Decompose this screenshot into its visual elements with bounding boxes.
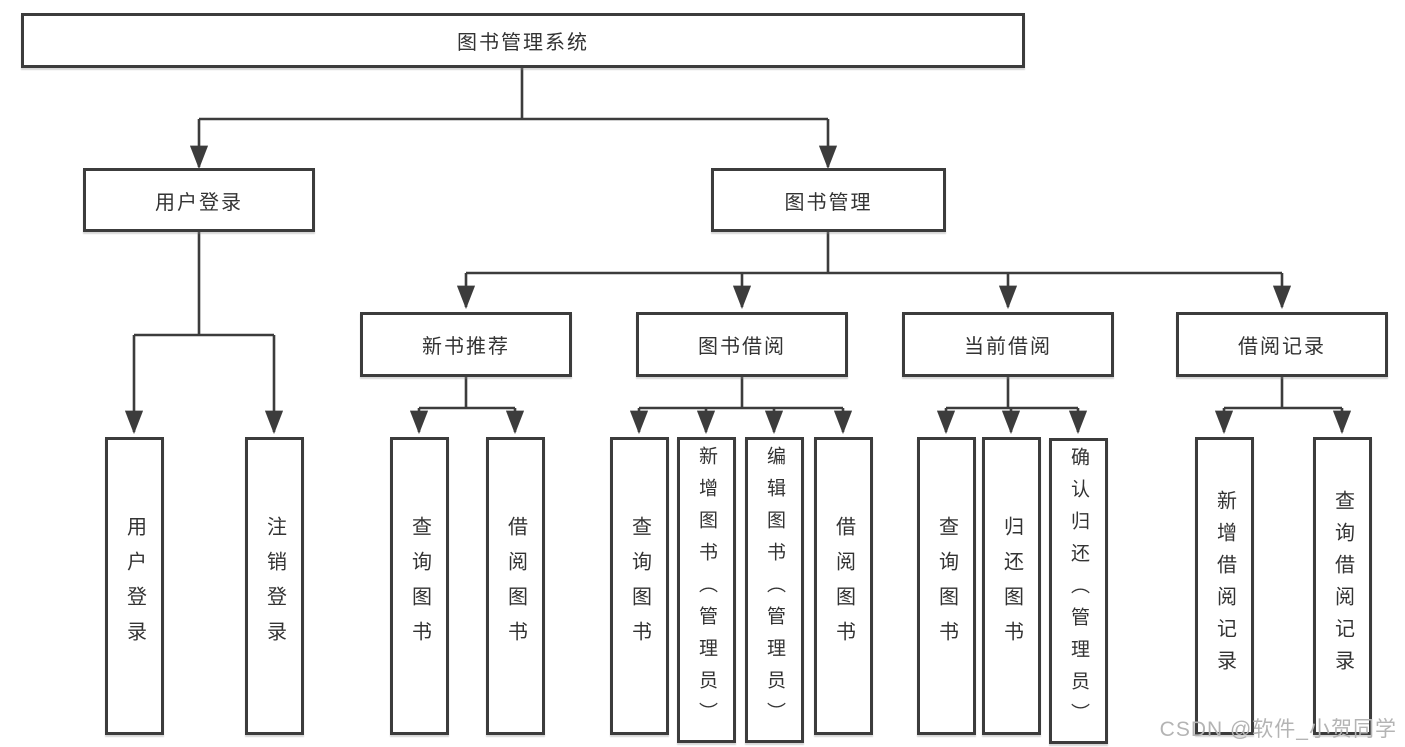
node-label: 图书管理: [784, 191, 873, 214]
node-library-system: 图书管理系统: [21, 13, 1025, 68]
leaf-confirm-return-admin: 确认归还（管理员）: [1049, 438, 1108, 744]
leaf-edit-book-admin: 编辑图书（管理员）: [745, 437, 804, 743]
node-label: 确认归还（管理员）: [1068, 447, 1089, 735]
leaf-query-book-current: 查询图书: [917, 437, 976, 735]
node-label: 归还图书: [1000, 516, 1023, 656]
leaf-return-book: 归还图书: [982, 437, 1041, 735]
node-label: 查询借阅记录: [1331, 490, 1354, 682]
leaf-query-book-recommend: 查询图书: [390, 437, 449, 735]
node-label: 新书推荐: [422, 336, 510, 358]
csdn-watermark: CSDN @软件_小贺同学: [1159, 718, 1397, 741]
node-user-login: 用户登录: [83, 168, 315, 232]
node-book-management: 图书管理: [711, 168, 946, 232]
node-label: 图书借阅: [698, 336, 786, 358]
node-label: 编辑图书（管理员）: [764, 446, 785, 734]
leaf-user-login: 用户登录: [105, 437, 164, 735]
node-label: 借阅记录: [1238, 336, 1326, 358]
leaf-query-borrow-record: 查询借阅记录: [1313, 437, 1372, 735]
leaf-logout: 注销登录: [245, 437, 304, 735]
leaf-add-borrow-record: 新增借阅记录: [1195, 437, 1254, 735]
node-label: 新增借阅记录: [1213, 490, 1236, 682]
node-label: 新增图书（管理员）: [696, 446, 717, 734]
node-label: 用户登录: [123, 516, 146, 656]
node-label: 用户登录: [155, 191, 243, 214]
node-book-borrow: 图书借阅: [636, 312, 848, 377]
node-label: 借阅图书: [504, 516, 527, 656]
node-new-book-recommend: 新书推荐: [360, 312, 572, 377]
leaf-add-book-admin: 新增图书（管理员）: [677, 437, 736, 743]
node-label: 当前借阅: [964, 336, 1052, 358]
node-label: 查询图书: [628, 516, 651, 656]
leaf-query-book-borrow: 查询图书: [610, 437, 669, 735]
node-label: 注销登录: [263, 516, 286, 656]
node-current-borrow: 当前借阅: [902, 312, 1114, 377]
node-label: 图书管理系统: [457, 32, 589, 54]
leaf-borrow-book-borrow: 借阅图书: [814, 437, 873, 735]
node-label: 查询图书: [935, 516, 958, 656]
node-borrow-records: 借阅记录: [1176, 312, 1388, 377]
node-label: 借阅图书: [832, 516, 855, 656]
node-label: 查询图书: [408, 516, 431, 656]
leaf-borrow-book-recommend: 借阅图书: [486, 437, 545, 735]
